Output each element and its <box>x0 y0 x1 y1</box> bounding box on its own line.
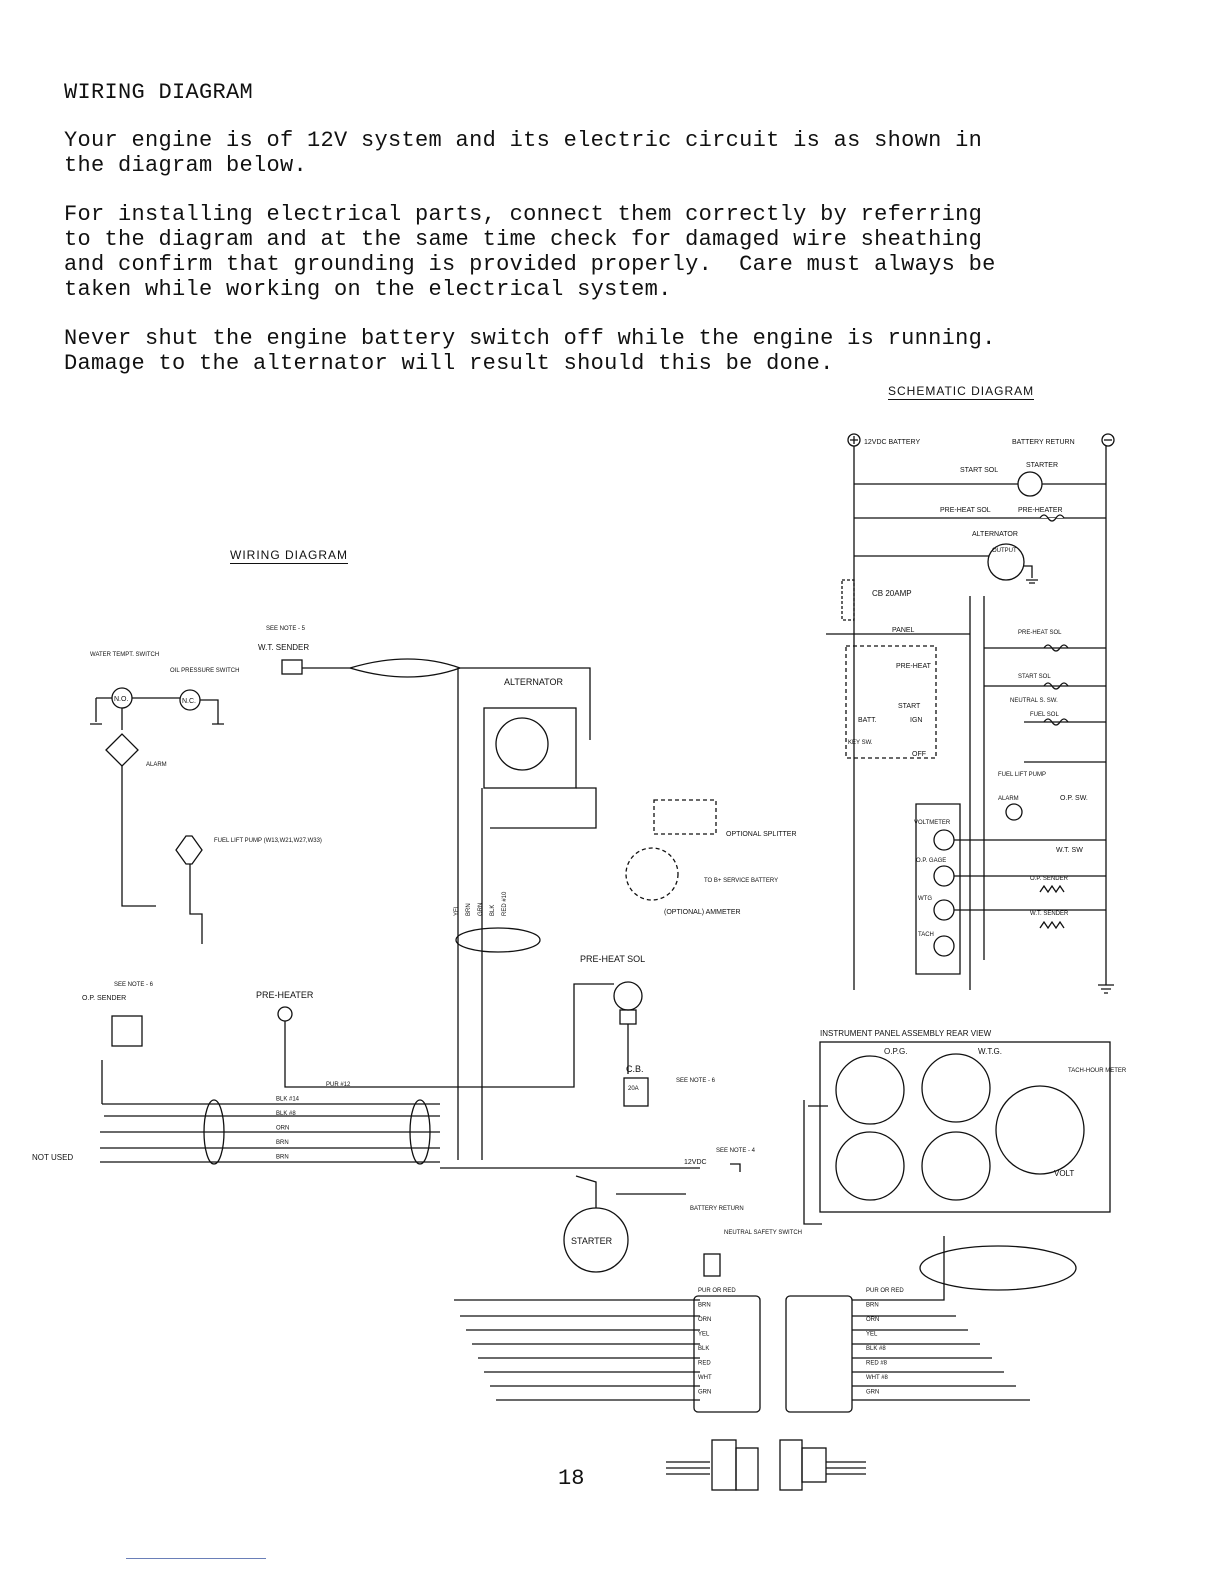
schem-neutral-sw-label: NEUTRAL S. SW. <box>1010 698 1058 704</box>
nc-label: N.C. <box>182 698 196 705</box>
schem-battery-pos-label: 12VDC BATTERY <box>864 439 920 446</box>
alarm-label: ALARM <box>146 762 167 768</box>
cb-label: C.B. <box>626 1064 644 1074</box>
left-connector-wire-color: PUR OR RED <box>698 1288 736 1294</box>
v12-label: 12VDC <box>684 1159 707 1166</box>
schem-starter-label: STARTER <box>1026 462 1058 469</box>
optional-ammeter-label: (OPTIONAL) AMMETER <box>664 909 741 916</box>
schem-wt-sender-label: W.T. SENDER <box>1030 911 1069 917</box>
harness-wire-color: BLK #8 <box>276 1111 296 1117</box>
vertical-wire-color: BRN <box>466 903 472 916</box>
right-connector-wire-color: PUR OR RED <box>866 1288 904 1294</box>
wiring-diagram: WATER TEMPT. SWITCH OIL PRESSURE SWITCH … <box>32 626 1127 1413</box>
installation-paragraph: For installing electrical parts, connect… <box>64 202 996 302</box>
left-connector-wire-color: BRN <box>698 1303 711 1309</box>
schem-start-sol-label: START SOL <box>960 467 998 474</box>
pre-heater-label: PRE-HEATER <box>256 990 314 1000</box>
vertical-wire-color: GRN <box>478 903 484 916</box>
schematic-diagram-title: SCHEMATIC DIAGRAM <box>888 384 1035 400</box>
left-connector-wire-color: GRN <box>698 1390 711 1396</box>
schem-preheat-sol2-label: PRE-HEAT SOL <box>1018 630 1062 636</box>
page-heading: WIRING DIAGRAM <box>64 80 254 105</box>
right-connector-wire-color: GRN <box>866 1390 879 1396</box>
vertical-wire-color: BLK <box>490 905 496 916</box>
page-number: 18 <box>558 1466 585 1491</box>
see-note-5-label: SEE NOTE - 5 <box>266 626 306 632</box>
instrument-panel-label: INSTRUMENT PANEL ASSEMBLY REAR VIEW <box>820 1029 992 1038</box>
intro-paragraph: Your engine is of 12V system and its ele… <box>64 128 983 178</box>
right-connector-wire-color: BRN <box>866 1303 879 1309</box>
to-service-label: TO B+ SERVICE BATTERY <box>704 878 778 884</box>
left-connector-wire-color: RED <box>698 1361 711 1367</box>
schem-cb-label: CB 20AMP <box>872 589 912 598</box>
volt-label: VOLT <box>1054 1169 1074 1178</box>
fuel-pump-label: FUEL LIFT PUMP (W13,W21,W27,W33) <box>214 838 322 844</box>
schem-alarm-label: ALARM <box>998 796 1019 802</box>
schem-tach-label: TACH <box>918 932 934 938</box>
connector-plugs <box>666 1439 866 1491</box>
right-connector-wire-color: YEL <box>866 1332 878 1338</box>
schem-off-label: OFF <box>912 751 926 758</box>
tach-meter-label: TACH-HOUR METER <box>1068 1068 1127 1074</box>
right-connector-wire-color: WHT #8 <box>866 1375 889 1381</box>
see-note-6-label: SEE NOTE - 6 <box>114 982 154 988</box>
right-connector-wire-color: BLK #8 <box>866 1346 886 1352</box>
see-note-4-label: SEE NOTE - 4 <box>716 1148 756 1154</box>
cb-rating-label: 20A <box>628 1086 639 1092</box>
right-connector-wire-color: ORN <box>866 1317 879 1323</box>
wiring-diagram-title: WIRING DIAGRAM <box>230 548 348 564</box>
schem-batt-label: BATT. <box>858 717 877 724</box>
schem-voltmeter-label: VOLTMETER <box>914 820 951 826</box>
op-sender-label: O.P. SENDER <box>82 995 126 1002</box>
no-label: N.O. <box>114 696 128 703</box>
left-connector-wire-color: WHT <box>698 1375 712 1381</box>
schem-start-label: START <box>898 703 921 710</box>
oil-switch-label: OIL PRESSURE SWITCH <box>170 668 239 674</box>
starter-label: STARTER <box>571 1236 613 1246</box>
schem-alternator-label: ALTERNATOR <box>972 531 1018 538</box>
neutral-switch-label: NEUTRAL SAFETY SWITCH <box>724 1230 802 1236</box>
wtg-label: W.T.G. <box>978 1047 1002 1056</box>
left-connector-wire-color: BLK <box>698 1346 709 1352</box>
vertical-wire-color: RED #10 <box>502 891 508 916</box>
schem-keysw-label: KEY SW. <box>848 740 873 746</box>
optional-splitter-label: OPTIONAL SPLITTER <box>726 831 797 838</box>
schematic-diagram: 12VDC BATTERY BATTERY RETURN START SOL S… <box>826 433 1115 994</box>
schem-battery-ret-label: BATTERY RETURN <box>1012 439 1075 446</box>
harness-wire-color: BLK #14 <box>276 1097 300 1103</box>
not-used-label: NOT USED <box>32 1153 73 1162</box>
battery-return-label: BATTERY RETURN <box>690 1206 744 1212</box>
schem-op-sender-label: O.P. SENDER <box>1030 876 1069 882</box>
schem-start-sol2-label: START SOL <box>1018 674 1051 680</box>
wt-sender-label: W.T. SENDER <box>258 643 309 652</box>
schem-wt-sw-label: W.T. SW <box>1056 847 1083 854</box>
harness-wire-color: BRN <box>276 1155 289 1161</box>
schem-preheat-label: PRE-HEAT <box>896 663 932 670</box>
schem-preheater-label: PRE-HEATER <box>1018 507 1063 514</box>
schem-op-sw-label: O.P. SW. <box>1060 795 1088 802</box>
schem-ign-label: IGN <box>910 717 922 724</box>
harness-wire-color: PUR #12 <box>326 1082 351 1088</box>
schem-op-gage-label: O.P. GAGE <box>916 858 946 864</box>
schem-fuel-pump-label: FUEL LIFT PUMP <box>998 772 1046 778</box>
left-connector-wire-color: ORN <box>698 1317 711 1323</box>
opg-label: O.P.G. <box>884 1047 907 1056</box>
schem-preheat-sol-label: PRE-HEAT SOL <box>940 507 991 514</box>
left-connector-wire-color: YEL <box>698 1332 710 1338</box>
schem-wtg-label: WTG <box>918 896 932 902</box>
right-connector-wire-color: RED #8 <box>866 1361 888 1367</box>
see-note-6b-label: SEE NOTE - 6 <box>676 1078 716 1084</box>
footer-rule <box>126 1558 266 1559</box>
harness-wire-color: BRN <box>276 1140 289 1146</box>
vertical-wire-color: YEL <box>454 904 460 916</box>
alternator-label: ALTERNATOR <box>504 677 564 687</box>
warning-paragraph: Never shut the engine battery switch off… <box>64 326 996 376</box>
schem-output-label: OUTPUT <box>992 548 1017 554</box>
wt-switch-label: WATER TEMPT. SWITCH <box>90 652 159 658</box>
harness-wire-color: ORN <box>276 1126 289 1132</box>
schem-fuel-sol-label: FUEL SOL <box>1030 712 1059 718</box>
preheat-sol-label: PRE-HEAT SOL <box>580 954 645 964</box>
schem-panel-label: PANEL <box>892 627 915 634</box>
